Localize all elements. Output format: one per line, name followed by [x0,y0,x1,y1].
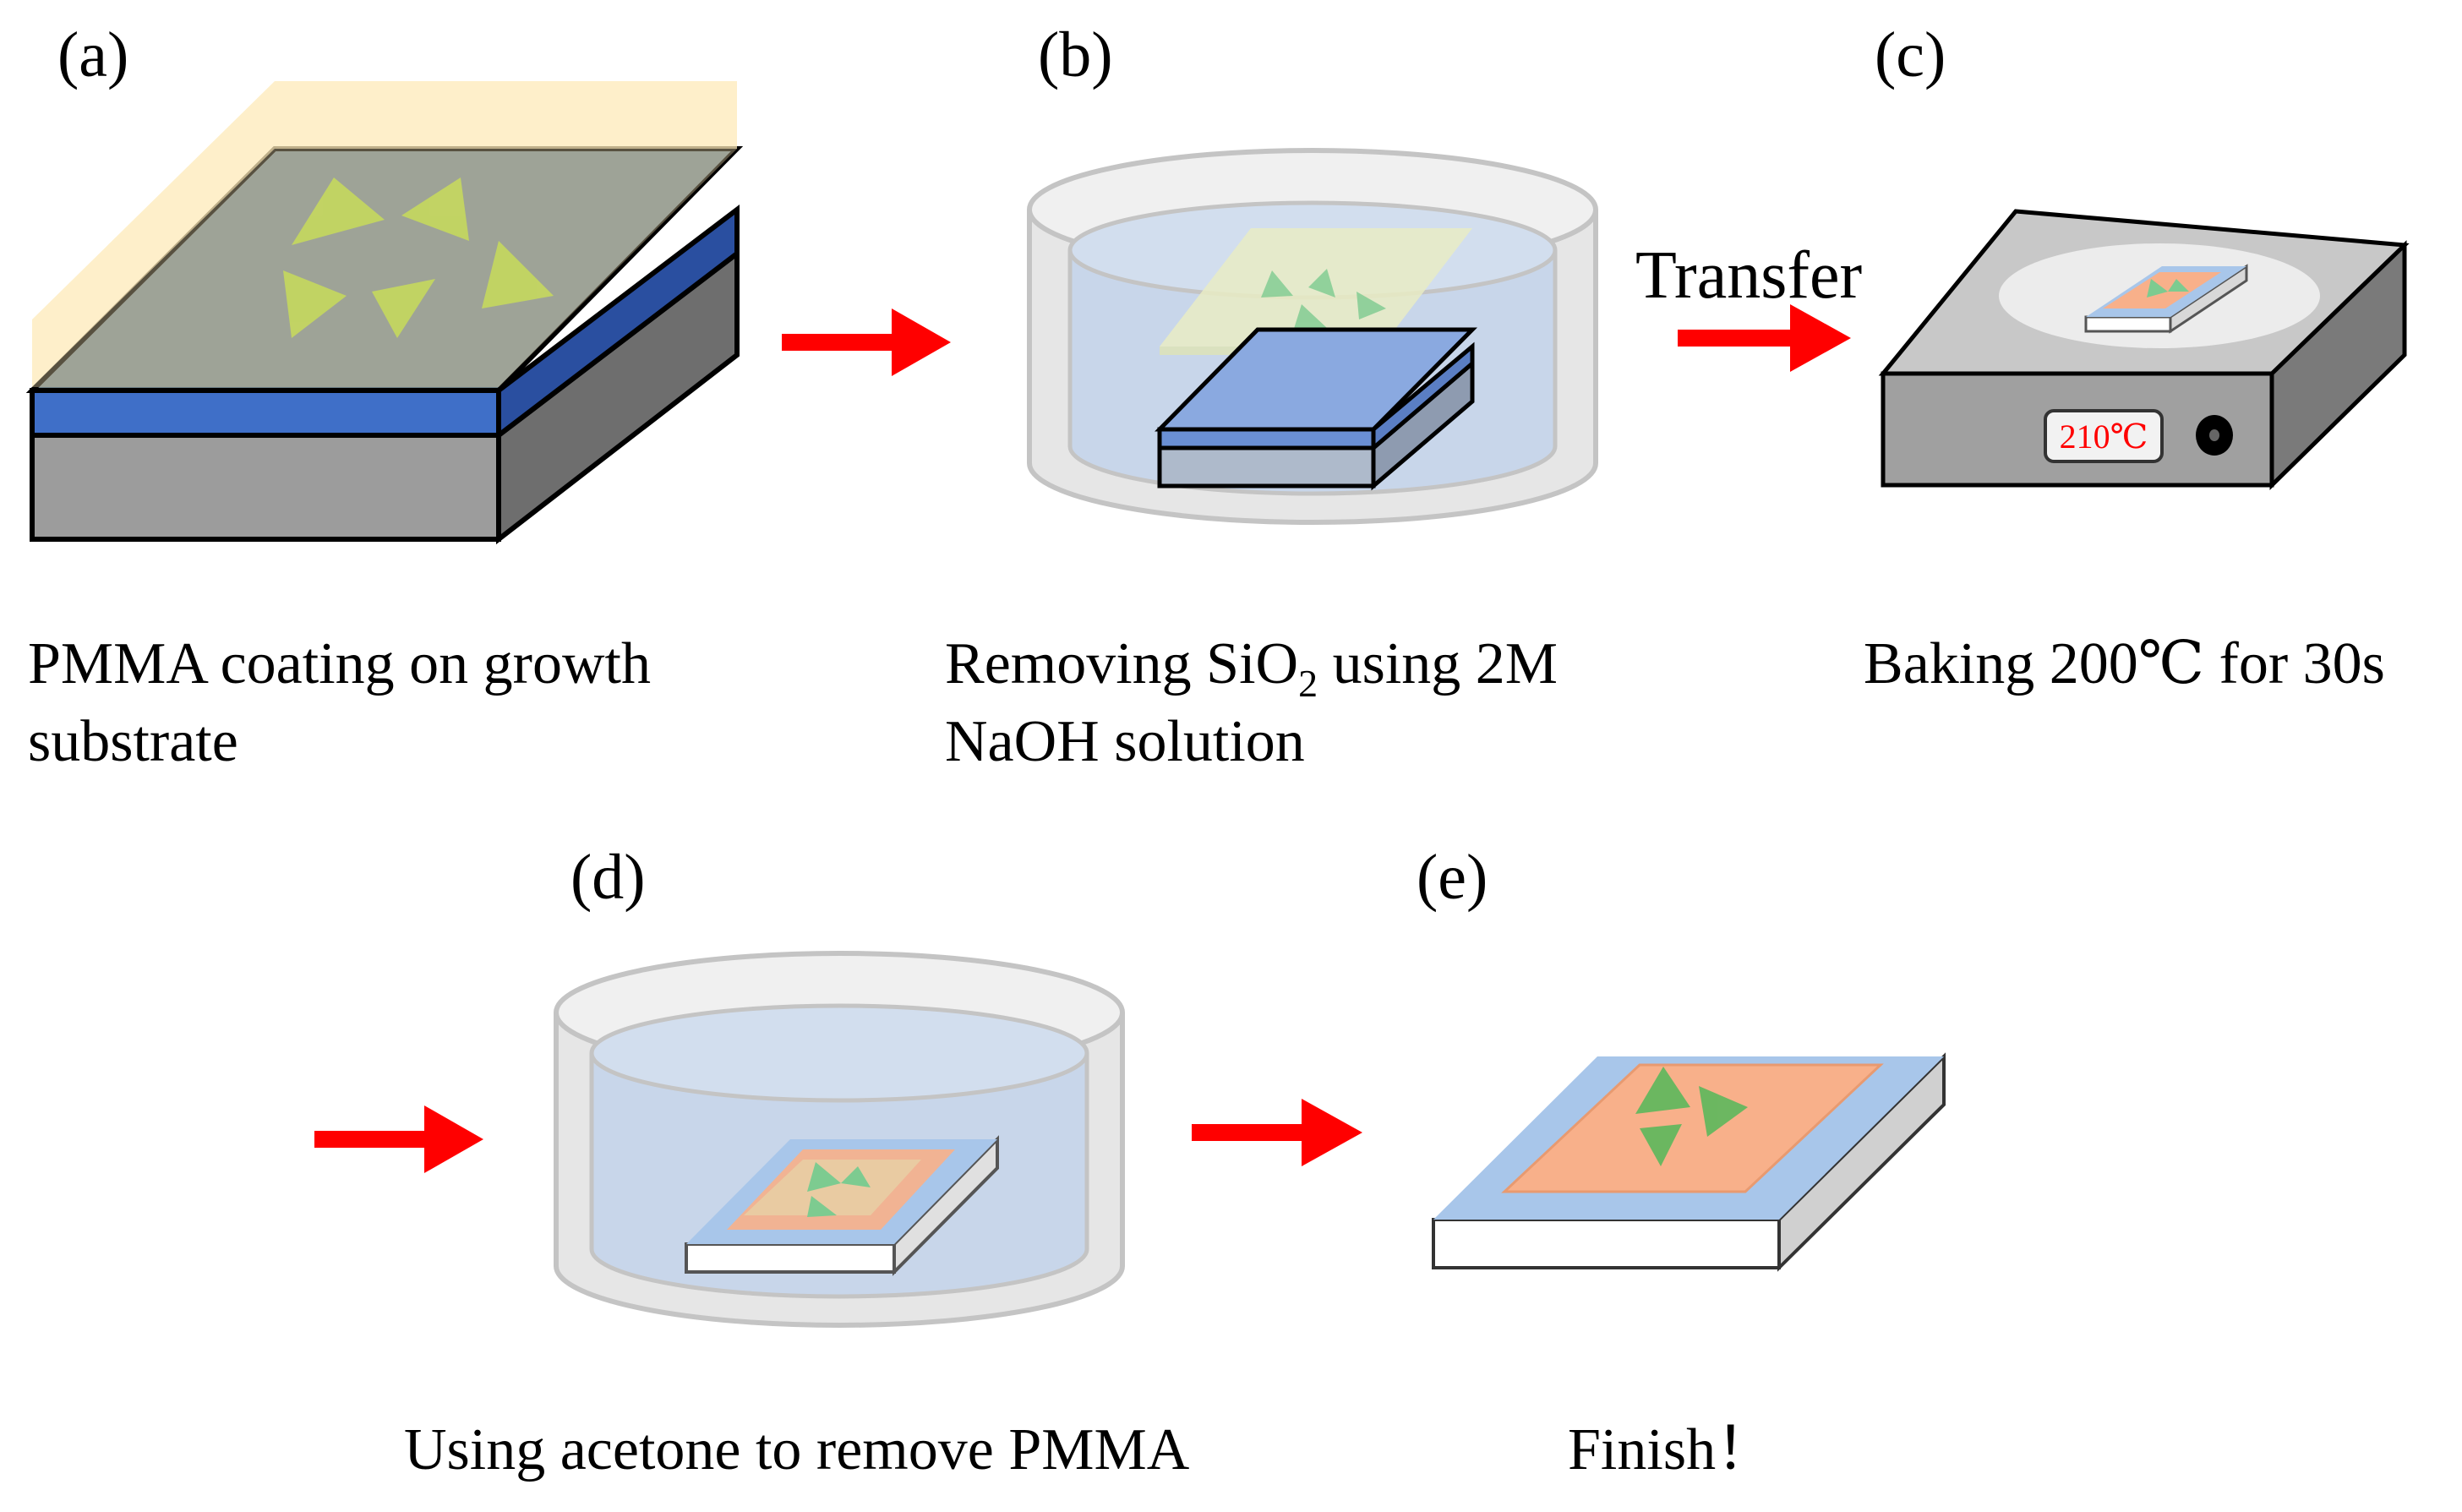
arrow-c-to-d [314,1105,483,1173]
panel-c: (c) 210℃ Baking 200℃ f [1864,19,2410,696]
panel-e-caption: Finish！ [1568,1417,1775,1482]
sample-in-acetone [685,1135,999,1276]
sinking-substrate [1155,327,1477,491]
panel-d-label: (d) [570,842,646,913]
floating-pmma-film [1160,228,1472,355]
temperature-readout: 210℃ [2060,418,2148,456]
arrow-a-to-b [782,308,951,376]
arrow-d-to-e [1192,1099,1362,1166]
sample-on-hotplate [2084,264,2248,334]
panel-a: (a) PMMA coating on growth substrate [25,19,744,774]
final-sample [1432,1052,1946,1272]
panel-c-caption: Baking 200℃ for 30s [1864,631,2385,696]
pmma-coating [32,81,737,387]
transfer-label: Transfer [1635,238,1862,313]
arrow-b-to-c: Transfer [1635,238,1862,372]
sio2-layer [30,204,740,441]
2d-flakes [283,177,554,338]
power-knob-icon [2196,415,2233,456]
temperature-display: 210℃ [2044,409,2164,463]
panel-a-caption-line-2: substrate [28,709,238,774]
panel-b: (b) Removing SiO2 [945,19,1598,774]
panel-e: (e) Finish！ [1417,842,1946,1482]
panel-c-label: (c) [1875,19,1946,90]
silicon-substrate [30,248,740,545]
panel-b-caption-line-1: Removing SiO2 using 2M [945,631,1558,705]
panel-e-label: (e) [1417,842,1488,913]
panel-d-caption: Using acetone to remove PMMA [404,1417,1190,1482]
panel-b-caption-line-2: NaOH solution [945,709,1305,774]
panel-a-label: (a) [57,19,128,90]
hotplate: 210℃ [1878,209,2410,490]
panel-a-caption-line-1: PMMA coating on growth [28,631,651,696]
final-flakes [1635,1067,1748,1166]
panel-b-label: (b) [1038,19,1113,90]
panel-d: (d) Using acetone to remove PMMA [404,842,1190,1482]
